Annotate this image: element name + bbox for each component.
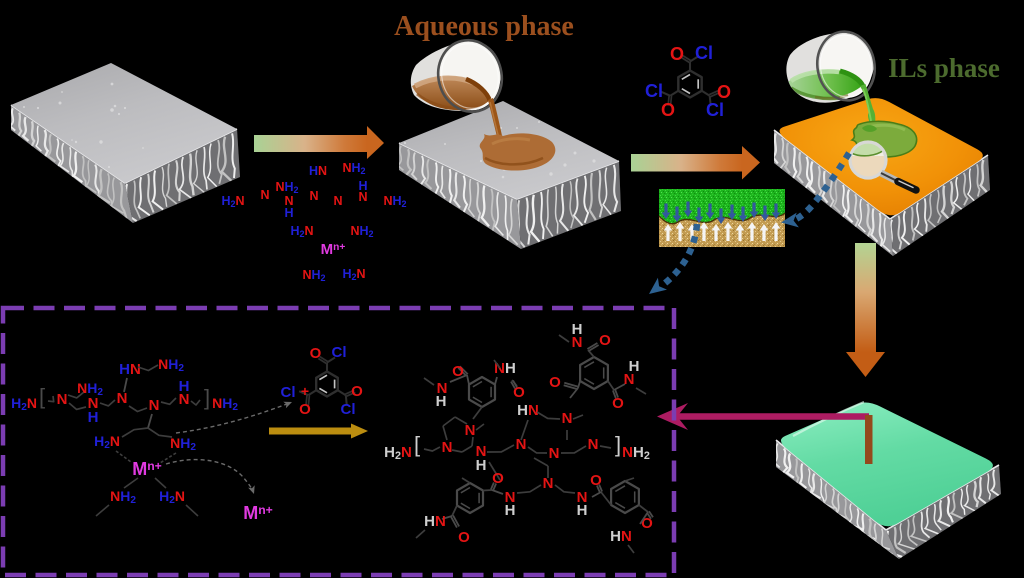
svg-text:Mn+: Mn+ [243, 503, 273, 523]
svg-text:HN: HN [517, 402, 539, 419]
svg-text:H2N: H2N [11, 395, 37, 413]
svg-text:O: O [612, 395, 624, 412]
svg-text:N: N [179, 391, 190, 408]
svg-text:H: H [577, 502, 588, 519]
svg-text:NH2: NH2 [110, 488, 136, 506]
svg-text:N: N [309, 189, 318, 203]
svg-text:[: [ [39, 384, 45, 409]
svg-text:NH2: NH2 [350, 224, 373, 239]
svg-text:N: N [505, 489, 516, 506]
svg-text:N: N [588, 436, 599, 453]
svg-text:Cl: Cl [281, 384, 296, 401]
svg-text:H2N: H2N [94, 433, 120, 451]
svg-text:H2N: H2N [221, 194, 244, 209]
svg-text:O: O [717, 82, 731, 102]
svg-text:N: N [358, 190, 367, 204]
svg-text:O: O [599, 332, 611, 349]
svg-text:O: O [549, 374, 561, 391]
svg-text:N: N [476, 443, 487, 460]
svg-text:Cl: Cl [341, 401, 356, 418]
svg-text:N: N [442, 439, 453, 456]
svg-text:HN: HN [610, 528, 632, 545]
svg-text:H2N: H2N [159, 488, 185, 506]
svg-text:HN: HN [309, 164, 327, 178]
svg-text:N: N [260, 188, 269, 202]
svg-text:H: H [505, 502, 516, 519]
svg-text:N: N [577, 489, 588, 506]
svg-text:H: H [88, 409, 99, 426]
svg-text:N: N [465, 422, 476, 439]
svg-text:H: H [284, 206, 293, 220]
svg-text:O: O [310, 345, 322, 362]
svg-text:O: O [590, 472, 602, 489]
svg-text:NH2: NH2 [170, 435, 196, 453]
svg-text:N: N [284, 194, 293, 208]
svg-text:Mn+: Mn+ [321, 241, 346, 258]
svg-text:N: N [88, 395, 99, 412]
svg-text:N: N [562, 410, 573, 427]
svg-text:NH2: NH2 [158, 356, 184, 374]
svg-text:]: ] [615, 432, 621, 457]
svg-text:O: O [458, 529, 470, 546]
svg-text:NH2: NH2 [302, 268, 325, 283]
svg-text:Cl: Cl [332, 344, 347, 361]
svg-text:N: N [149, 397, 160, 414]
svg-text:Aqueous phase: Aqueous phase [394, 11, 574, 42]
svg-text:N: N [543, 475, 554, 492]
svg-text:H2N: H2N [342, 267, 365, 282]
svg-text:+: + [301, 383, 309, 399]
svg-text:NH2: NH2 [275, 180, 298, 195]
svg-text:HN: HN [424, 513, 446, 530]
svg-text:NH: NH [494, 360, 516, 377]
svg-text:NH2: NH2 [342, 161, 365, 176]
svg-text:Cl: Cl [706, 100, 724, 120]
svg-text:N: N [572, 334, 583, 351]
svg-text:H: H [476, 457, 487, 474]
svg-text:H2N: H2N [384, 444, 412, 462]
svg-text:O: O [513, 384, 525, 401]
svg-text:[: [ [414, 432, 420, 457]
svg-text:Cl: Cl [695, 43, 713, 63]
svg-text:HN: HN [119, 361, 141, 378]
svg-text:O: O [351, 383, 363, 400]
svg-text:O: O [299, 401, 311, 418]
svg-text:NH2: NH2 [383, 194, 406, 209]
svg-text:N: N [57, 391, 68, 408]
svg-text:O: O [641, 515, 653, 532]
svg-text:H: H [179, 378, 190, 395]
svg-text:O: O [670, 44, 684, 64]
svg-text:Mn+: Mn+ [132, 459, 162, 479]
svg-text:N: N [437, 380, 448, 397]
svg-text:O: O [452, 363, 464, 380]
svg-text:ILs phase: ILs phase [888, 53, 1000, 83]
svg-text:O: O [492, 470, 504, 487]
svg-text:N: N [516, 436, 527, 453]
svg-text:N: N [117, 390, 128, 407]
svg-text:N: N [549, 445, 560, 462]
svg-text:Cl: Cl [645, 81, 663, 101]
svg-text:H: H [572, 321, 583, 338]
svg-text:H: H [358, 179, 367, 193]
svg-text:H: H [436, 393, 447, 410]
svg-text:NH2: NH2 [77, 380, 103, 398]
svg-text:H: H [629, 358, 640, 375]
svg-text:N: N [624, 371, 635, 388]
svg-text:]: ] [204, 385, 210, 410]
svg-text:O: O [661, 100, 675, 120]
svg-text:H2N: H2N [290, 224, 313, 239]
svg-text:NH2: NH2 [212, 395, 238, 413]
svg-text:N: N [333, 194, 342, 208]
svg-text:NH2: NH2 [622, 444, 650, 462]
